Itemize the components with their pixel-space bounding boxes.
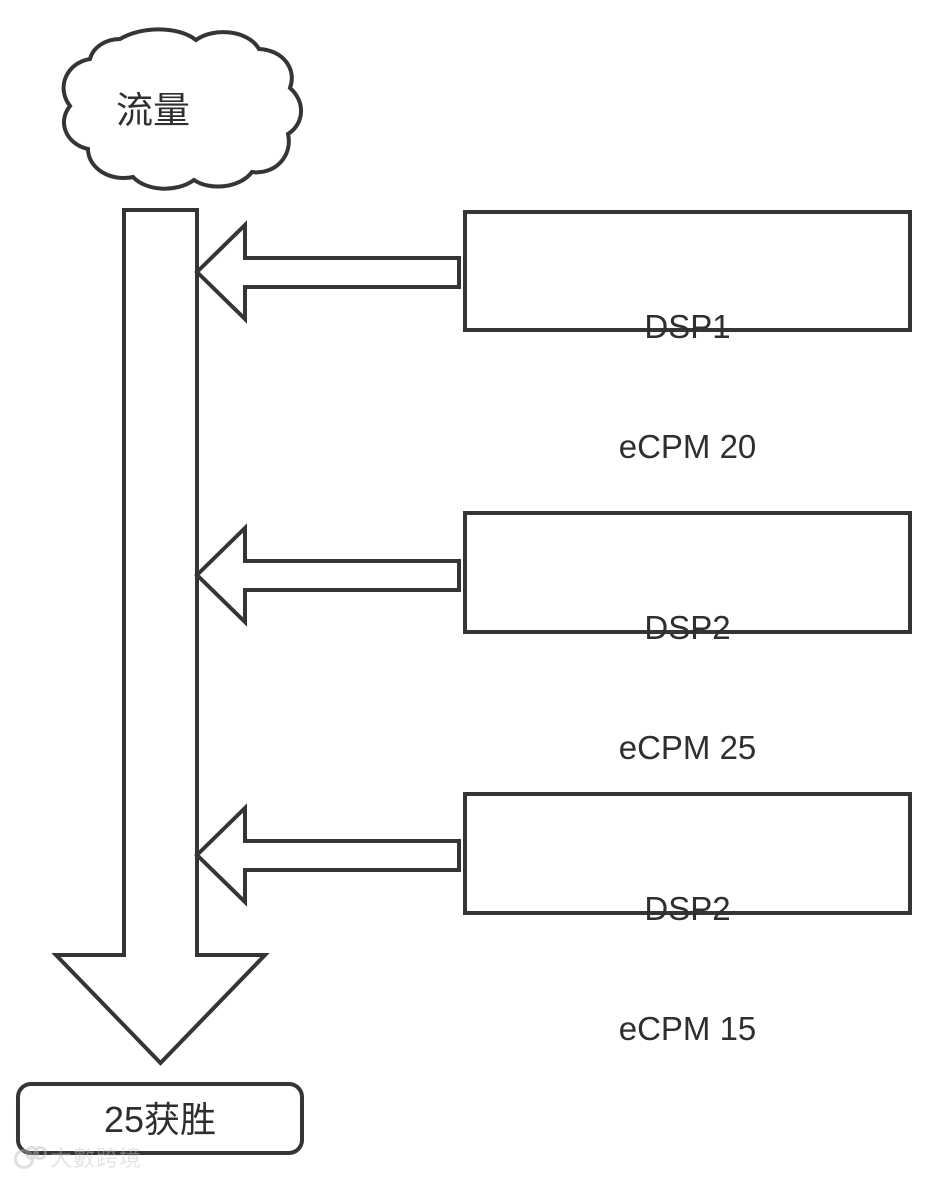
dsp-box-1-shape[interactable] [463, 210, 912, 332]
bid-arrow-3-shape[interactable] [194, 803, 461, 907]
dsp-box-3-shape[interactable] [463, 792, 912, 915]
main-down-arrow-shape[interactable] [51, 208, 270, 1066]
winner-box-shape[interactable] [16, 1082, 304, 1155]
bid-arrow-1-shape[interactable] [194, 220, 461, 324]
traffic-cloud-shape[interactable] [61, 27, 303, 191]
dsp-box-2-shape[interactable] [463, 511, 912, 634]
bid-arrow-2-shape[interactable] [194, 523, 461, 627]
